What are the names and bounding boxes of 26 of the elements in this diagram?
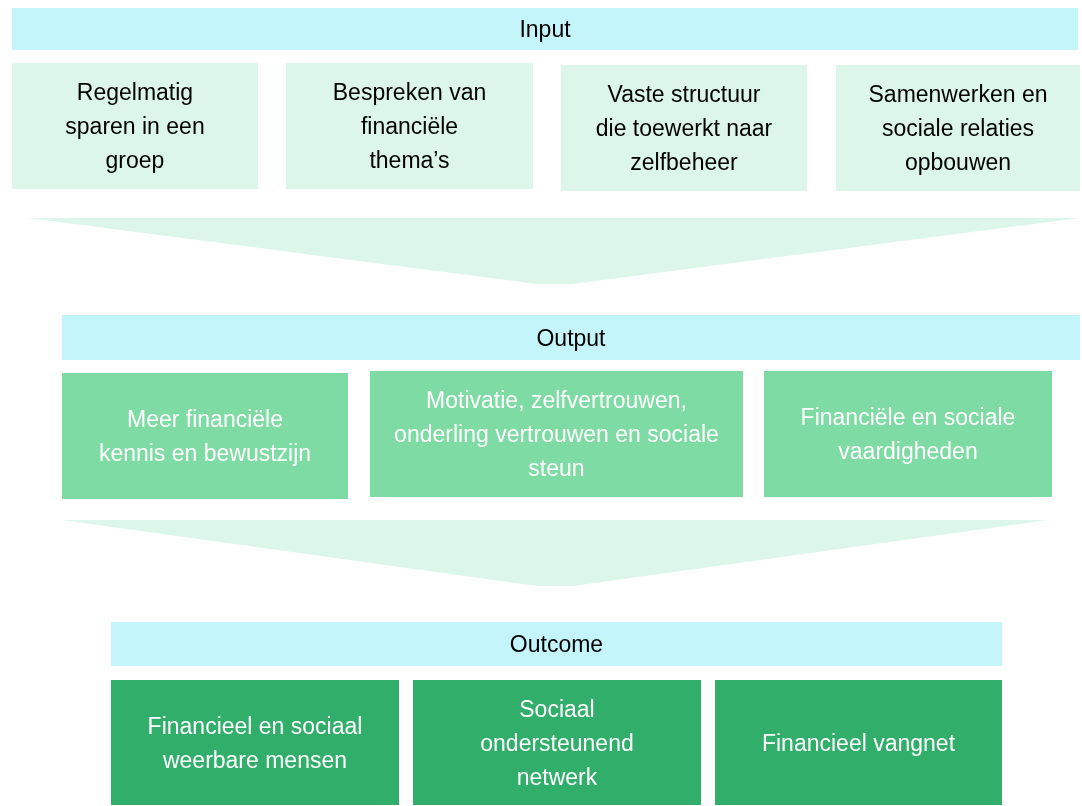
box-text: Regelmatig sparen in een groep (64, 78, 206, 175)
input-box (12, 63, 258, 189)
outcome-box (111, 680, 399, 805)
output-box (764, 371, 1052, 497)
outcome-box (413, 680, 701, 805)
box-text: Motivatie, zelfvertrouwen, onderling vertrouwen en sociale steun (393, 386, 720, 483)
input-box (561, 65, 807, 191)
box-text: Samenwerken en sociale relaties opbouwen (867, 80, 1049, 177)
box-text: Financieel en sociaal weerbare mensen (146, 711, 364, 775)
section-title: Outcome (509, 630, 604, 659)
box-text: Vaste structuur die toewerkt naar zelfbeheer (594, 80, 774, 177)
box-text: Meer financiële kennis en bewustzijn (97, 405, 313, 468)
input-box (836, 65, 1080, 191)
section-header (111, 622, 1002, 666)
section-title: Output (536, 323, 606, 353)
box-text: Sociaal ondersteunend netwerk (479, 694, 635, 792)
output-box (62, 373, 348, 499)
section-title: Input (519, 15, 571, 44)
box-text: Financiële en sociale vaardigheden (799, 403, 1017, 466)
box-text: Bespreken van financiële thema’s (331, 78, 488, 175)
output-box (370, 371, 743, 497)
section-header (62, 315, 1080, 360)
input-box (286, 63, 533, 189)
box-text: Financieel vangnet (761, 728, 956, 758)
outcome-box (715, 680, 1002, 805)
section-header (12, 8, 1078, 50)
